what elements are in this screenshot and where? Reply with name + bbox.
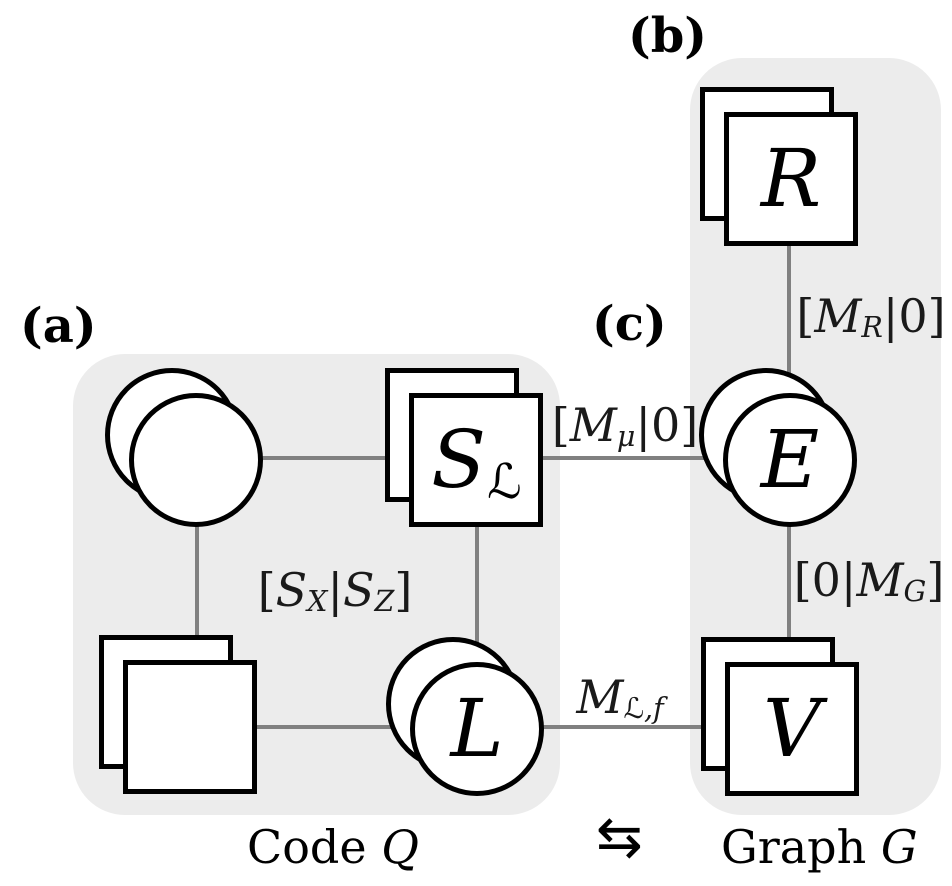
node-sl-label: Sℒ <box>431 413 522 510</box>
node-sl: Sℒ <box>409 393 543 527</box>
node-e-label: E <box>760 413 820 506</box>
node-circle-blank <box>129 393 263 527</box>
edge-square-l <box>191 725 478 729</box>
node-r: R <box>724 112 858 246</box>
caption-equiv-arrows-icon: ⇆ <box>596 805 643 870</box>
node-v: V <box>725 662 859 796</box>
node-square-blank <box>123 660 257 794</box>
edge-label-mmu: [Mμ|0] <box>551 398 699 454</box>
caption-graph-g: Graph G <box>721 820 918 874</box>
edge-l-v <box>478 725 792 729</box>
edge-sl-l <box>475 460 479 730</box>
edge-r-e <box>787 180 791 460</box>
node-v-label: V <box>763 682 821 775</box>
edge-circle-square <box>195 460 199 727</box>
node-e: E <box>723 393 857 527</box>
edge-sl-e <box>477 456 791 460</box>
edge-label-mr: [MR|0] <box>796 289 946 345</box>
edge-label-sxsz: [SX|SZ] <box>257 563 413 619</box>
panel-label-a: (a) <box>20 298 97 354</box>
panel-label-b: (b) <box>628 8 707 64</box>
panel-label-c: (c) <box>592 296 667 352</box>
node-l-label: L <box>450 682 504 775</box>
edge-label-mlf: Mℒ,f <box>576 670 664 726</box>
node-l: L <box>410 662 544 796</box>
edge-circle-sl <box>196 456 477 460</box>
caption-code-q: Code Q <box>247 820 419 874</box>
node-r-label: R <box>760 132 822 225</box>
edge-e-v <box>787 460 791 729</box>
edge-label-mg: [0|MG] <box>793 553 945 609</box>
